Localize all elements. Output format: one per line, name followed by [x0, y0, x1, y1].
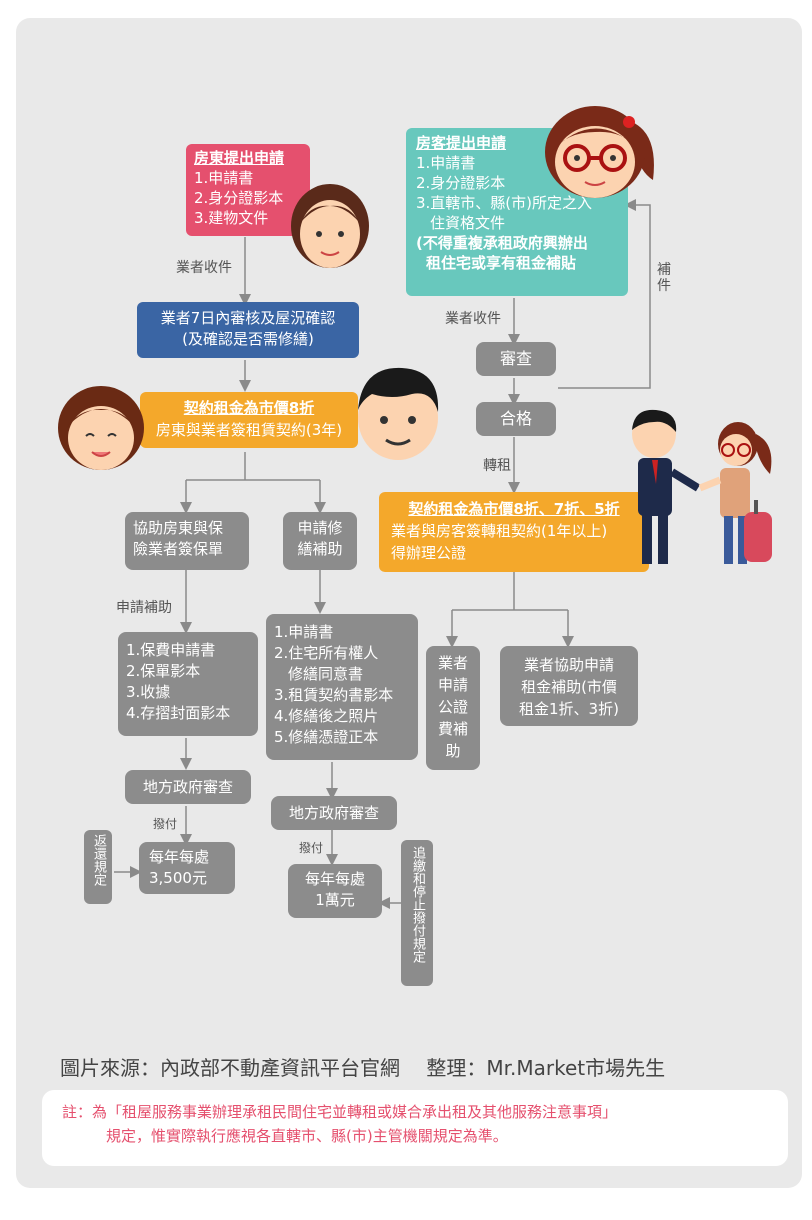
note-line2: 規定，惟實際執行應視各直轄市、縣(市)主管機關規定為準。	[106, 1127, 508, 1145]
insurance-doc-1: 1.保費申請書	[126, 641, 216, 659]
tenant-doc-1: 1.申請書	[416, 154, 476, 172]
footer-source-credit: 圖片來源：內政部不動產資訊平台官網 整理：Mr.Market市場先生	[60, 1056, 666, 1080]
gov-review-left: 地方政府審查	[125, 770, 251, 804]
return-rule-box: 返還規定	[84, 830, 112, 904]
rent-subsidy-box: 業者協助申請 租金補助(市價 租金1折、3折)	[500, 646, 638, 726]
tenant-contract-box: 契約租金為市價8折、7折、5折 業者與房客簽轉租契約(1年以上) 得辦理公證	[379, 492, 649, 572]
annual-left-line2: 3,500元	[149, 869, 207, 887]
tenant-doc-3-cont: 住資格文件	[430, 214, 506, 232]
insurance-doc-4: 4.存摺封面影本	[126, 704, 231, 722]
insurance-assist-line2: 險業者簽保單	[133, 540, 224, 558]
repair-doc-3: 3.租賃契約書影本	[274, 686, 394, 704]
repair-subsidy-box: 申請修 繕補助	[283, 512, 357, 570]
insurance-docs-box: 1.保費申請書 2.保單影本 3.收據 4.存摺封面影本	[118, 632, 258, 736]
repair-subsidy-line2: 繕補助	[297, 540, 343, 558]
agent-and-tenant-handshake-icon	[632, 409, 772, 564]
agent-man-face-icon	[358, 367, 439, 460]
supplement-label-text: 補件	[657, 262, 671, 294]
notary-line1: 業者	[437, 654, 468, 672]
rent-subsidy-line2: 租金補助(市價	[521, 678, 617, 696]
insurance-doc-3: 3.收據	[126, 683, 171, 701]
landlord-doc-1: 1.申請書	[194, 169, 254, 187]
annual-left-line1: 每年每處	[149, 848, 210, 866]
notary-line3: 公證	[437, 698, 468, 716]
tenant-doc-3: 3.直轄市、縣(市)所定之入	[416, 194, 593, 212]
tenant-contract-title: 契約租金為市價8折、7折、5折	[408, 500, 620, 518]
repair-doc-2-cont: 修繕同意書	[288, 665, 364, 683]
annual-amount-left: 每年每處 3,500元	[139, 842, 235, 894]
tenant-doc-2: 2.身分證影本	[416, 174, 506, 192]
tenant-restriction-1: (不得重複承租政府興辦出	[416, 234, 588, 252]
tenant-contract-line2: 得辦理公證	[391, 544, 467, 562]
seven-day-review-box: 業者7日內審核及屋況確認 (及確認是否需修繕)	[137, 302, 359, 358]
tenant-contract-line1: 業者與房客簽轉租契約(1年以上)	[391, 522, 608, 540]
repair-doc-1: 1.申請書	[274, 623, 334, 641]
landlord-doc-3: 3.建物文件	[194, 209, 269, 227]
note-line1: 註：為「租屋服務事業辦理承租民間住宅並轉租或媒合承出租及其他服務注意事項」	[62, 1103, 618, 1121]
landlord-application-title: 房東提出申請	[194, 149, 285, 167]
insurance-assist-box: 協助房東與保 險業者簽保單	[125, 512, 249, 570]
collect-label-left: 業者收件	[176, 260, 232, 276]
annual-right-line2: 1萬元	[315, 891, 355, 909]
landlord-woman-face-icon	[58, 386, 144, 470]
recover-rule-box: 追繳和停止撥付規定	[401, 840, 433, 986]
notary-subsidy-box: 業者 申請 公證 費補 助	[426, 646, 480, 770]
qualified-box: 合格	[476, 402, 556, 436]
disburse-label-left: 撥付	[153, 817, 178, 831]
landlord-application-box: 房東提出申請 1.申請書 2.身分證影本 3.建物文件	[186, 144, 310, 236]
landlord-contract-box: 契約租金為市價8折 房東與業者簽租賃契約(3年)	[140, 392, 358, 448]
landlord-contract-sub: 房東與業者簽租賃契約(3年)	[155, 421, 343, 439]
notary-line2: 申請	[437, 676, 468, 694]
apply-subsidy-label: 申請補助	[116, 600, 172, 616]
landlord-contract-title: 契約租金為市價8折	[183, 399, 315, 417]
collect-label-right: 業者收件	[445, 311, 501, 327]
insurance-assist-line1: 協助房東與保	[133, 519, 224, 537]
gov-review-right: 地方政府審查	[271, 796, 397, 830]
annual-amount-right: 每年每處 1萬元	[288, 864, 382, 918]
review-box: 審查	[476, 342, 556, 376]
repair-doc-4: 4.修繕後之照片	[274, 707, 379, 725]
disburse-label-right: 撥付	[299, 841, 324, 855]
annual-right-line1: 每年每處	[304, 870, 365, 888]
landlord-doc-2: 2.身分證影本	[194, 189, 284, 207]
supplement-label: 補件	[652, 256, 676, 300]
rent-subsidy-line3: 租金1折、3折)	[519, 700, 619, 718]
repair-doc-2: 2.住宅所有權人	[274, 644, 379, 662]
landlady-face-icon	[291, 184, 369, 268]
note-box: 註：為「租屋服務事業辦理承租民間住宅並轉租或媒合承出租及其他服務注意事項」 規定…	[42, 1090, 788, 1166]
seven-day-review-line1: 業者7日內審核及屋況確認	[160, 309, 336, 327]
tenant-restriction-2: 租住宅或享有租金補貼	[426, 254, 577, 272]
tenant-girl-face-icon	[545, 106, 654, 198]
sublease-label: 轉租	[483, 458, 511, 474]
insurance-doc-2: 2.保單影本	[126, 662, 201, 680]
repair-doc-5: 5.修繕憑證正本	[274, 728, 379, 746]
recover-rule-text: 追繳和停止撥付規定	[410, 846, 425, 963]
seven-day-review-line2: (及確認是否需修繕)	[182, 330, 314, 348]
repair-docs-box: 1.申請書 2.住宅所有權人 修繕同意書 3.租賃契約書影本 4.修繕後之照片 …	[266, 614, 418, 760]
repair-subsidy-line1: 申請修	[297, 519, 343, 537]
notary-line5: 助	[445, 742, 461, 760]
tenant-application-title: 房客提出申請	[416, 134, 507, 152]
rent-subsidy-line1: 業者協助申請	[523, 656, 614, 674]
return-rule-text: 返還規定	[91, 834, 106, 886]
notary-line4: 費補	[437, 720, 468, 738]
